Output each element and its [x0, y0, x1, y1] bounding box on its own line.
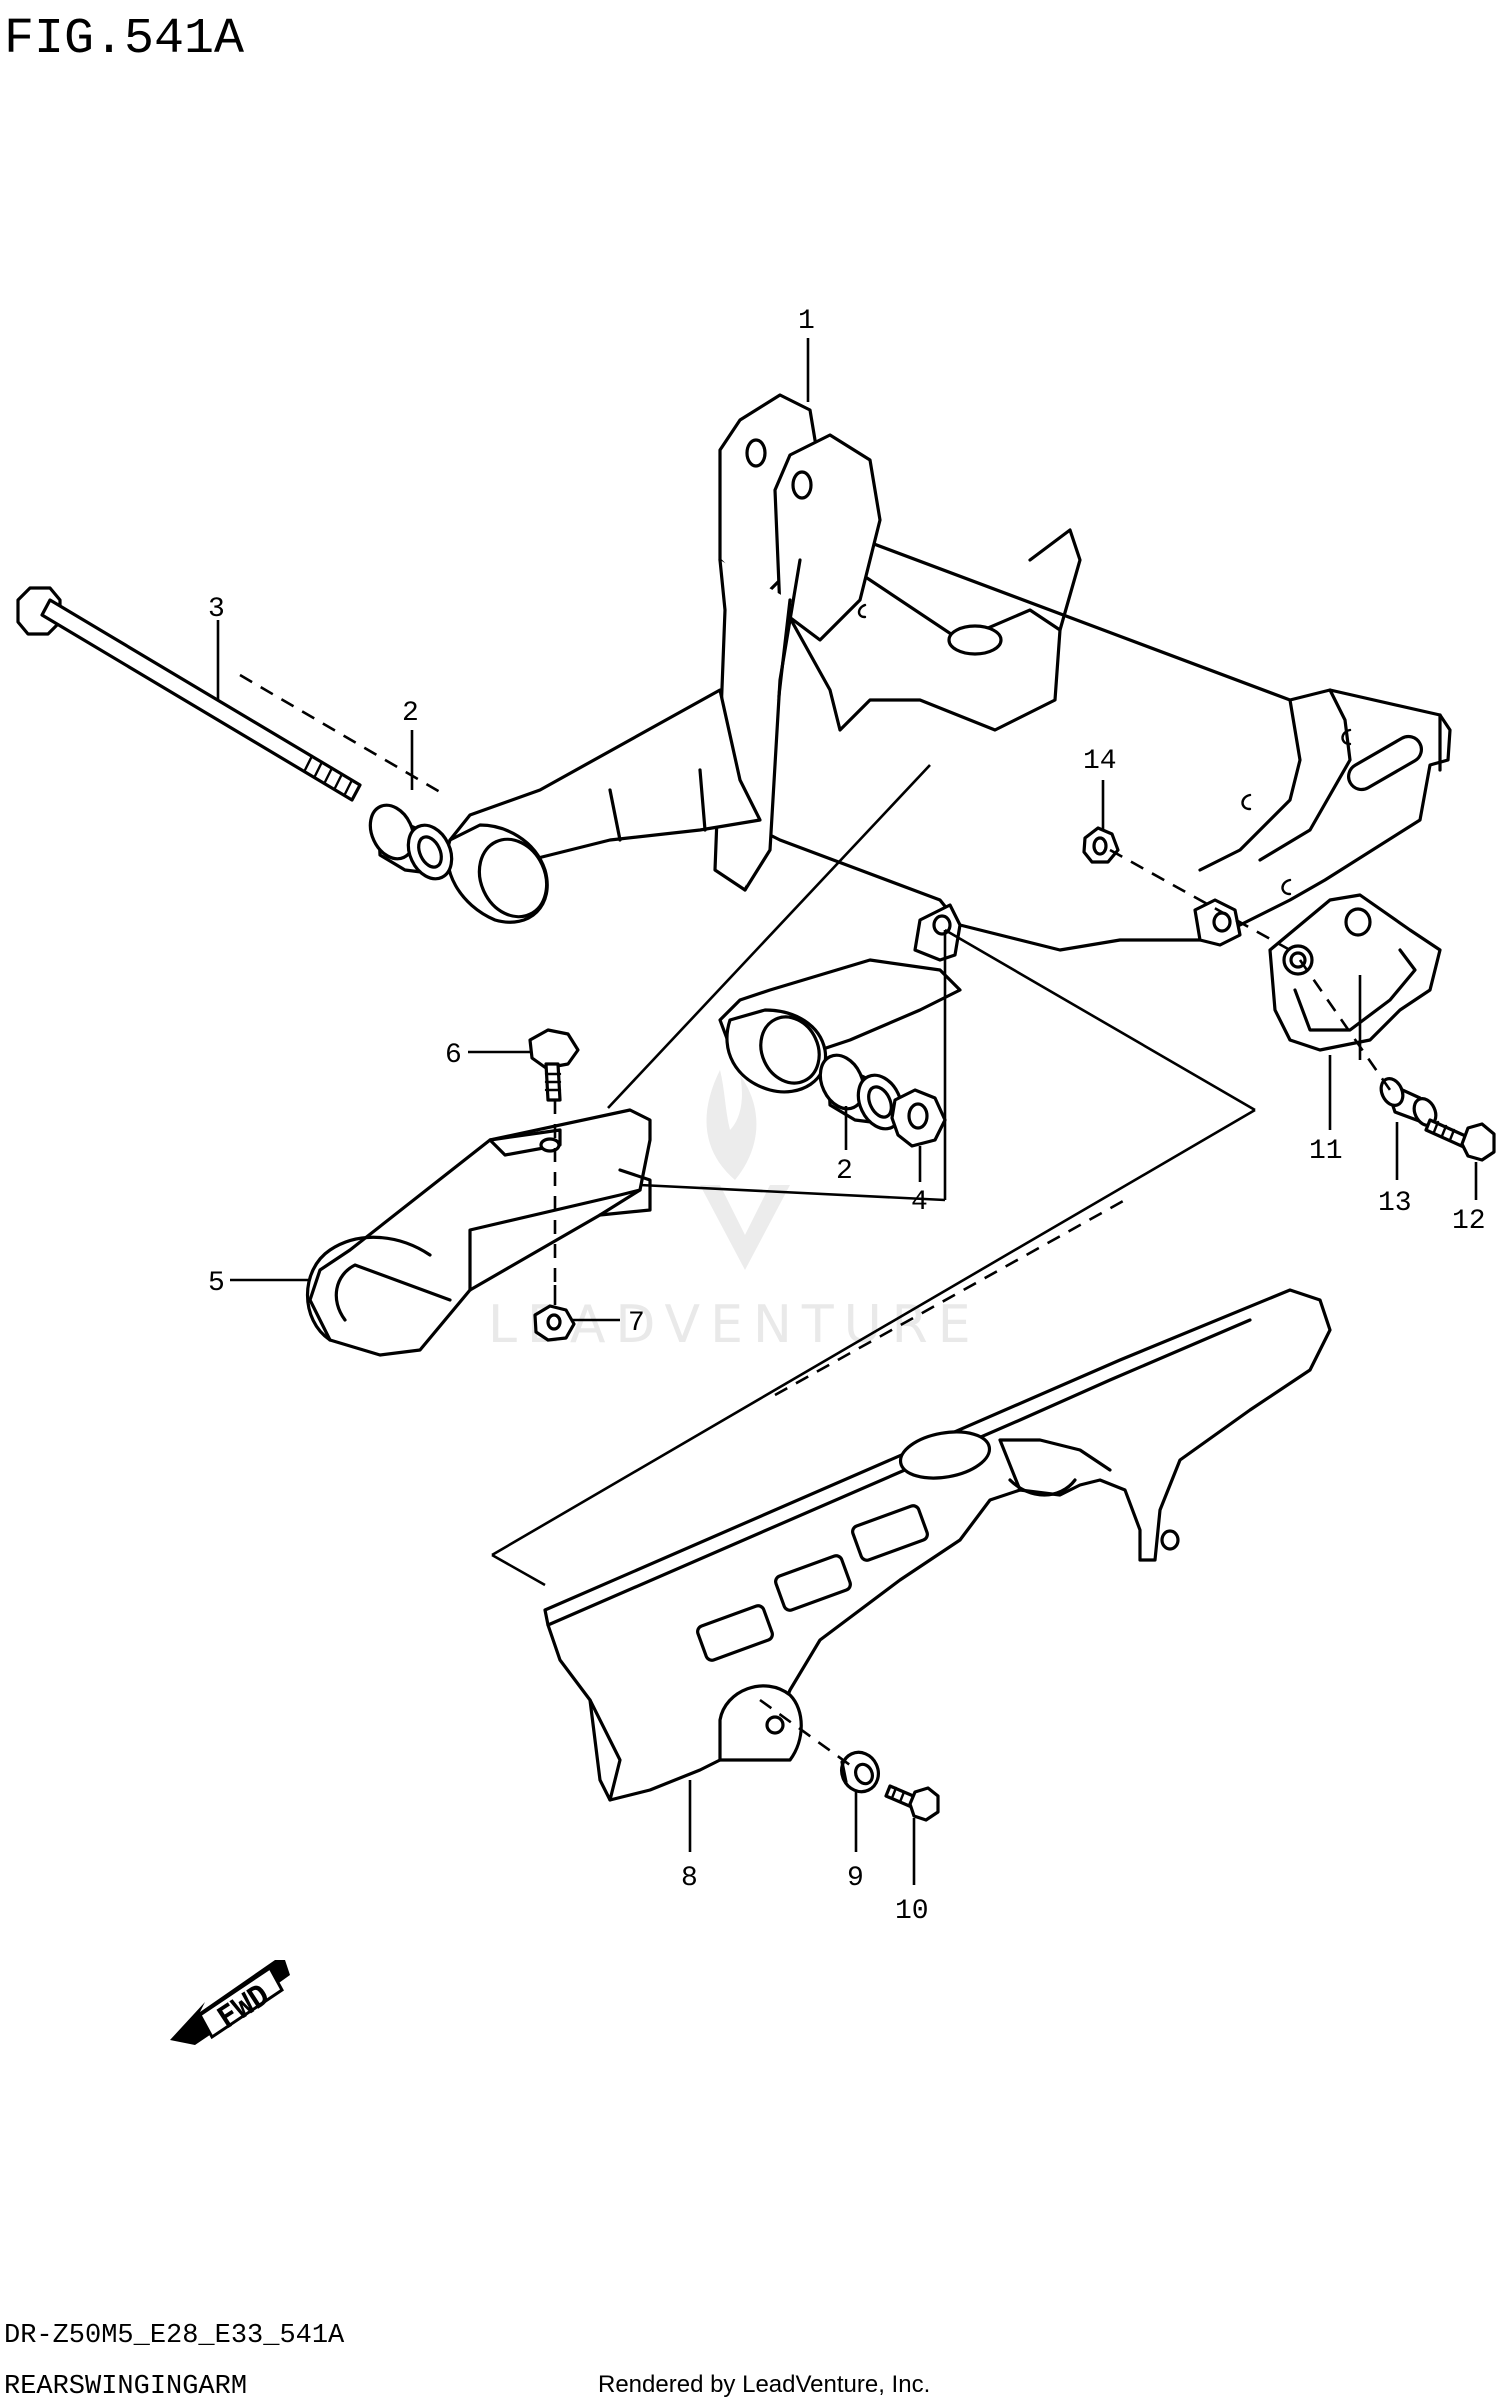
pivot-bolt-icon — [16, 586, 362, 802]
chain-guide-icon — [1193, 893, 1442, 1052]
callout-9: 9 — [847, 1863, 864, 1894]
model-code: DR-Z50M5_E28_E33_541A — [4, 2321, 345, 2351]
callout-6: 6 — [445, 1040, 462, 1071]
swingarm-icon — [445, 393, 1452, 1094]
figure-title: FIG.541A — [4, 11, 244, 68]
callout-4: 4 — [911, 1187, 928, 1218]
screw-icon — [884, 1784, 940, 1822]
callout-13: 13 — [1378, 1188, 1412, 1219]
bolt-icon — [528, 1028, 580, 1102]
callout-2-upper: 2 — [402, 698, 419, 729]
bolt-icon — [1424, 1118, 1496, 1162]
fwd-direction-arrow-icon: FWD — [170, 1960, 290, 2045]
callout-11: 11 — [1309, 1136, 1343, 1167]
washer-icon — [840, 1750, 880, 1794]
callout-1: 1 — [798, 306, 815, 337]
render-credit: Rendered by LeadVenture, Inc. — [598, 2371, 930, 2398]
callout-2-lower: 2 — [836, 1156, 853, 1187]
callout-14: 14 — [1083, 746, 1117, 777]
chain-guard-block-icon — [305, 1108, 652, 1357]
callout-labels: 1 2 2 3 4 5 6 7 8 9 10 11 12 13 14 — [208, 306, 1486, 1927]
callout-7: 7 — [628, 1308, 645, 1339]
callout-10: 10 — [895, 1896, 929, 1927]
callout-8: 8 — [681, 1863, 698, 1894]
callout-3: 3 — [208, 594, 225, 625]
bushing-icon — [368, 803, 454, 881]
nut-icon — [1082, 826, 1120, 864]
nut-icon — [890, 1088, 947, 1148]
leader-lines — [216, 338, 1478, 1885]
callout-12: 12 — [1452, 1206, 1486, 1237]
nut-icon — [533, 1304, 576, 1342]
callout-5: 5 — [208, 1268, 225, 1299]
section-name: REARSWINGINGARM — [4, 2372, 247, 2402]
chain-cover-icon — [543, 1288, 1332, 1802]
